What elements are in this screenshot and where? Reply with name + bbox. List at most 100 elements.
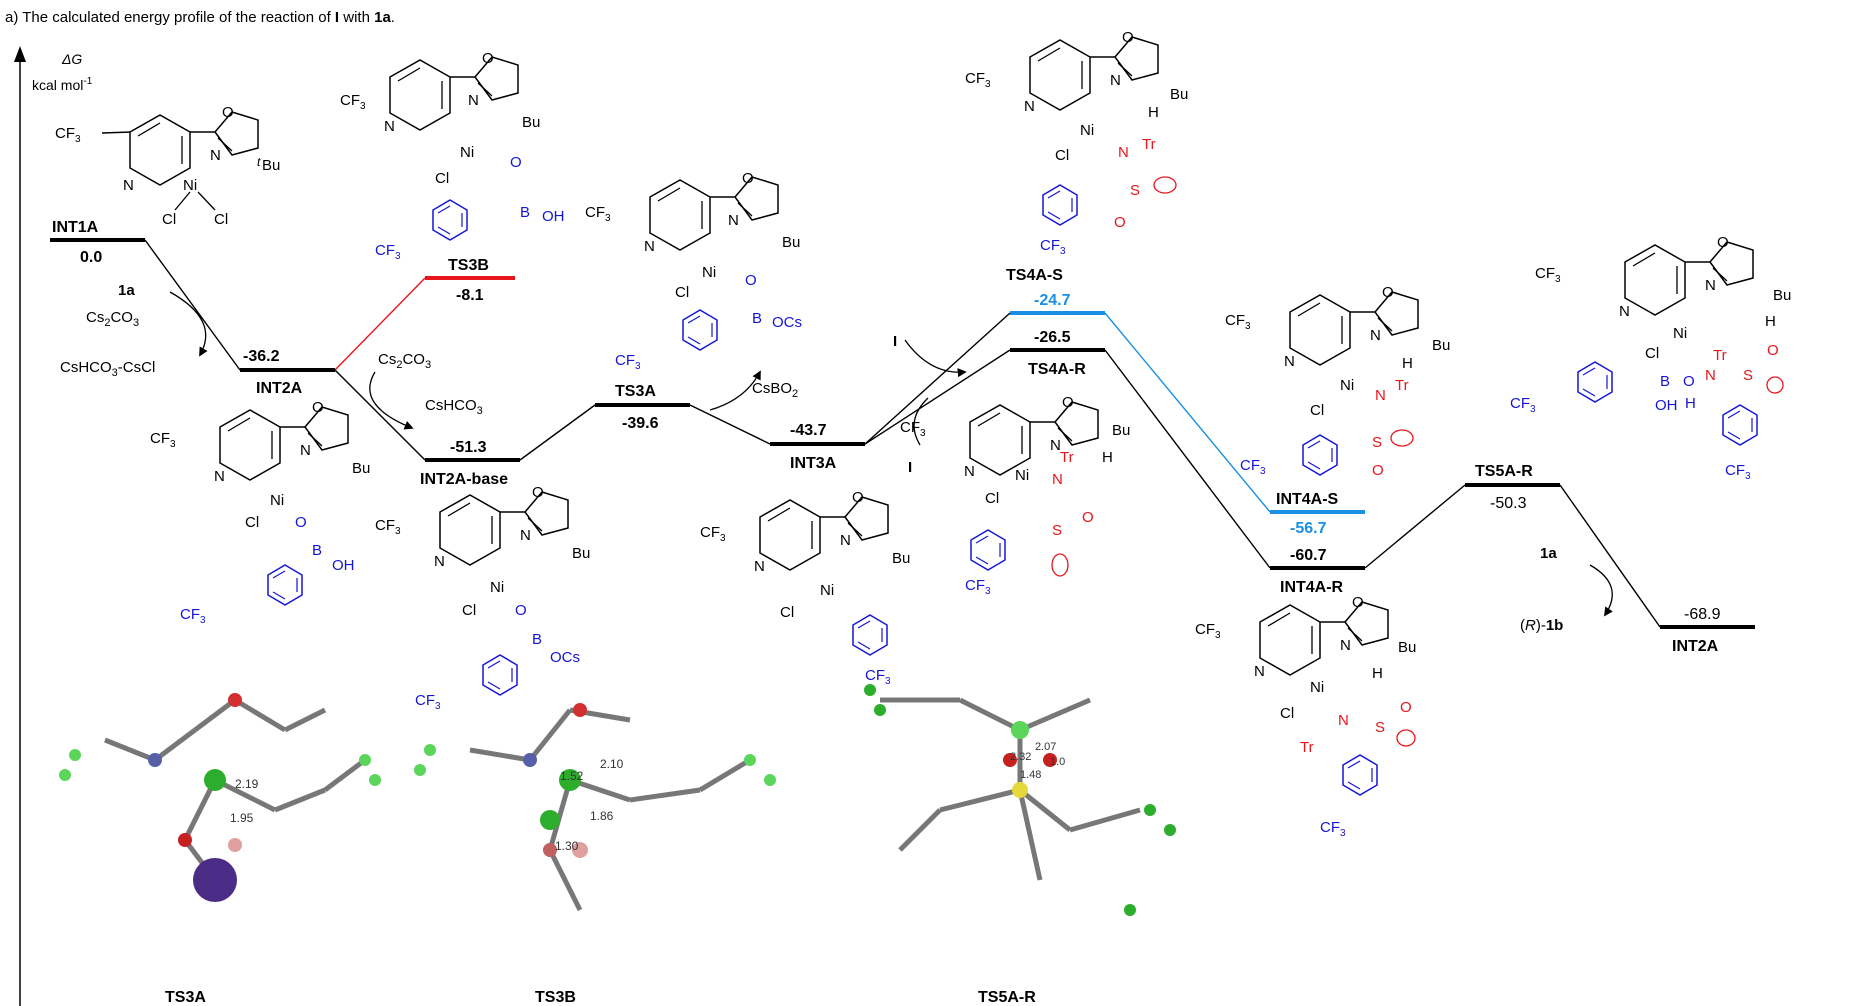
energy-ts3b: -8.1 xyxy=(456,287,484,304)
energy-int2a-end: -68.9 xyxy=(1684,606,1721,623)
svg-text:1a: 1a xyxy=(118,282,135,299)
svg-text:CF3: CF3 xyxy=(1225,312,1251,332)
svg-text:1a: 1a xyxy=(1540,545,1557,562)
svg-text:2.10: 2.10 xyxy=(600,757,624,771)
structure-ts4a-s: CF3 N N O H Bu Ni Cl N Tr S O CF3 xyxy=(965,29,1188,257)
y-axis: ΔG kcal mol-1 xyxy=(14,46,93,1006)
svg-text:Ni: Ni xyxy=(1673,325,1687,342)
svg-text:N: N xyxy=(520,527,531,544)
svg-text:Bu: Bu xyxy=(1773,287,1791,304)
svg-text:CF3: CF3 xyxy=(150,430,176,450)
svg-text:1.48: 1.48 xyxy=(1020,769,1041,781)
svg-text:N: N xyxy=(1705,277,1716,294)
label-int4a-s: INT4A-S xyxy=(1276,491,1339,508)
svg-text:Cl: Cl xyxy=(245,514,259,531)
svg-text:N: N xyxy=(214,468,225,485)
svg-text:OH: OH xyxy=(1655,397,1678,414)
svg-text:Bu: Bu xyxy=(352,460,370,477)
svg-text:O: O xyxy=(1352,594,1364,611)
svg-text:CF3: CF3 xyxy=(965,577,991,597)
svg-text:(R)-1b: (R)-1b xyxy=(1520,617,1563,634)
svg-text:OCs: OCs xyxy=(772,314,802,331)
svg-text:Ni: Ni xyxy=(1310,679,1324,696)
svg-text:CF3: CF3 xyxy=(375,517,401,537)
svg-text:S: S xyxy=(1130,182,1140,199)
svg-text:B: B xyxy=(1660,373,1670,390)
structure-int4a-r: CF3 N N O H Bu Ni Cl N Tr S O CF3 xyxy=(1195,594,1416,839)
axis-label-unit: kcal mol-1 xyxy=(32,76,93,93)
svg-text:CF3: CF3 xyxy=(1040,237,1066,257)
svg-text:Bu: Bu xyxy=(522,114,540,131)
svg-text:Cl: Cl xyxy=(214,211,228,228)
label-ts3a: TS3A xyxy=(615,383,656,400)
svg-text:O: O xyxy=(295,514,307,531)
svg-text:H: H xyxy=(1372,665,1383,682)
energy-int3a: -43.7 xyxy=(790,422,827,439)
energy-ts4a-s: -24.7 xyxy=(1034,292,1071,309)
energy-int4a-r: -60.7 xyxy=(1290,547,1327,564)
svg-text:Tr: Tr xyxy=(1060,449,1074,466)
svg-text:CF3: CF3 xyxy=(585,204,611,224)
svg-text:O: O xyxy=(1122,29,1134,46)
svg-text:2.19: 2.19 xyxy=(235,777,259,791)
svg-text:S: S xyxy=(1052,522,1062,539)
svg-text:N: N xyxy=(434,553,445,570)
svg-text:CsHCO3-CsCl: CsHCO3-CsCl xyxy=(60,359,155,379)
svg-text:O: O xyxy=(1372,462,1384,479)
svg-text:O: O xyxy=(1400,699,1412,716)
svg-text:S: S xyxy=(1743,367,1753,384)
svg-text:CF3: CF3 xyxy=(965,70,991,90)
axis-label-dg: ΔG xyxy=(61,51,82,67)
state-labels: INT1A 0.0 -36.2 INT2A TS3B -8.1 -51.3 IN… xyxy=(52,219,1721,655)
structure-ts3a: CF3 N N O Bu Ni Cl O B OCs CF3 xyxy=(585,170,802,372)
svg-text:Cl: Cl xyxy=(462,602,476,619)
model-ts3b: 2.10 1.52 1.86 1.30 TS3B xyxy=(414,703,776,1006)
svg-text:CsHCO3: CsHCO3 xyxy=(425,397,483,417)
svg-text:N: N xyxy=(1118,144,1129,161)
svg-text:S: S xyxy=(1375,719,1385,736)
label-ts4a-r: TS4A-R xyxy=(1028,361,1086,378)
reagents: 1a Cs2CO3 CsHCO3-CsCl Cs2CO3 CsHCO3 CsBO… xyxy=(60,282,1613,634)
svg-text:Bu: Bu xyxy=(1398,639,1416,656)
svg-text:O: O xyxy=(312,399,324,416)
svg-text:Ni: Ni xyxy=(1015,467,1029,484)
energy-ts4a-r: -26.5 xyxy=(1034,329,1071,346)
svg-text:O: O xyxy=(852,489,864,506)
svg-text:CF3: CF3 xyxy=(55,125,81,145)
caption-ts3a: TS3A xyxy=(165,989,206,1006)
label-ts3b: TS3B xyxy=(448,257,489,274)
svg-text:Cl: Cl xyxy=(985,490,999,507)
structure-int3a: CF3 N N O Bu Ni Cl CF3 xyxy=(700,489,910,687)
svg-text:Cl: Cl xyxy=(1645,345,1659,362)
svg-text:O: O xyxy=(222,104,234,121)
svg-text:Tr: Tr xyxy=(1713,347,1727,364)
svg-text:N: N xyxy=(1619,303,1630,320)
svg-text:2.32: 2.32 xyxy=(1010,751,1031,763)
energy-ts3a: -39.6 xyxy=(622,415,659,432)
energy-ts5a-r: -50.3 xyxy=(1490,495,1527,512)
energy-int4a-s: -56.7 xyxy=(1290,520,1327,537)
svg-text:CF3: CF3 xyxy=(180,606,206,626)
structure-int4a-s: CF3 N N O H Bu Ni Cl N Tr S O CF3 xyxy=(1225,284,1450,479)
svg-text:H: H xyxy=(1148,104,1159,121)
svg-text:1.52: 1.52 xyxy=(560,769,584,783)
svg-text:Bu: Bu xyxy=(892,550,910,567)
svg-text:1.0: 1.0 xyxy=(1050,756,1065,768)
svg-text:N: N xyxy=(123,177,134,194)
svg-text:CF3: CF3 xyxy=(1320,819,1346,839)
figure-title: a) The calculated energy profile of the … xyxy=(5,9,395,26)
svg-text:CF3: CF3 xyxy=(1240,457,1266,477)
svg-text:CF3: CF3 xyxy=(900,419,926,439)
svg-text:2.07: 2.07 xyxy=(1035,741,1056,753)
svg-text:N: N xyxy=(728,212,739,229)
svg-text:O: O xyxy=(745,272,757,289)
structure-int1a: CF3 N N O t Bu Ni Cl Cl xyxy=(55,104,280,228)
svg-text:N: N xyxy=(1375,387,1386,404)
structure-ts3b: CF3 N N O Bu Ni O B OH CF3 Cl xyxy=(340,50,565,262)
svg-text:CF3: CF3 xyxy=(415,692,441,712)
svg-text:Ni: Ni xyxy=(270,492,284,509)
svg-text:Ni: Ni xyxy=(183,177,197,194)
energy-levels xyxy=(50,238,1755,629)
svg-text:CF3: CF3 xyxy=(1195,621,1221,641)
